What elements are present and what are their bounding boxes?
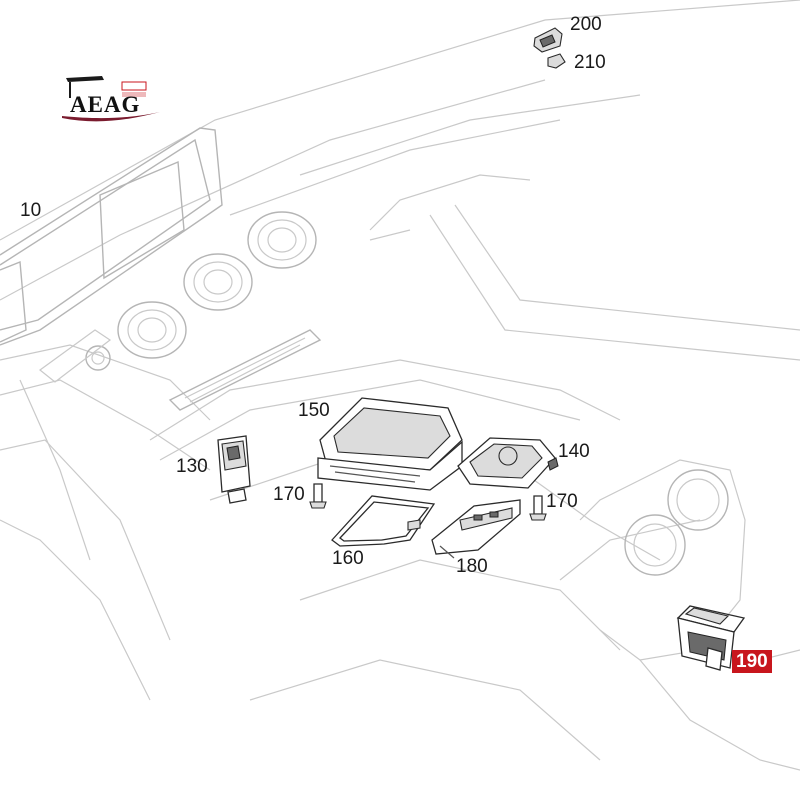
- display-unit-10: [0, 127, 223, 346]
- rear-usb-module-190: [676, 605, 746, 671]
- clip-200: [533, 27, 563, 53]
- callout-210: 210: [574, 52, 606, 73]
- callout-10: 10: [20, 200, 42, 221]
- callout-170-right: 170: [546, 491, 578, 512]
- callout-150: 150: [298, 400, 330, 421]
- callout-170-left: 170: [273, 484, 305, 505]
- clip-210: [547, 53, 566, 69]
- trim-frame-160: [331, 495, 436, 547]
- callout-140: 140: [558, 441, 590, 462]
- callout-160: 160: [332, 548, 364, 569]
- touch-control-140: [457, 437, 559, 489]
- callout-190-highlight: 190: [732, 650, 772, 673]
- callout-200: 200: [570, 14, 602, 35]
- dashboard-outline: [0, 0, 800, 771]
- callout-130: 130: [176, 456, 208, 477]
- controller-150: [317, 397, 463, 491]
- logo-text: AEAG: [70, 92, 141, 117]
- brand-logo: [62, 76, 160, 122]
- callout-180: 180: [456, 556, 488, 577]
- switch-module-130: [217, 435, 251, 504]
- screw-170-left: [309, 483, 327, 509]
- usb-panel-180: [431, 499, 521, 555]
- leader-lines: [439, 545, 455, 559]
- screw-170-right: [529, 495, 547, 521]
- air-vents: [117, 211, 729, 576]
